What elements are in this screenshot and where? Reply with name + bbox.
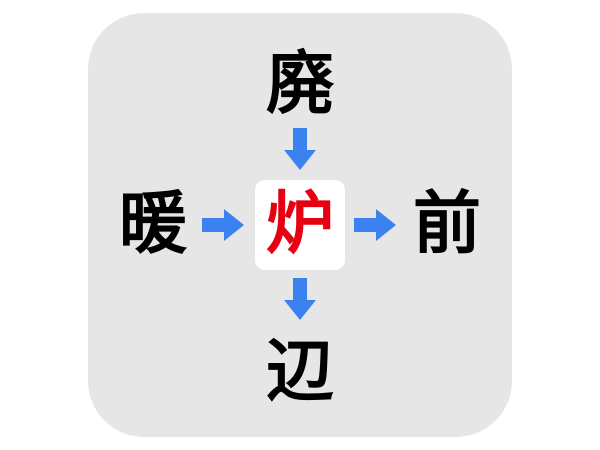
- arrow-right-icon: [354, 209, 396, 241]
- clue-kanji-bottom: 辺: [265, 333, 334, 412]
- clue-kanji-right: 前: [412, 185, 481, 264]
- arrow-down-icon: [284, 128, 316, 170]
- clue-kanji-left: 暖: [118, 185, 187, 264]
- clue-kanji-top: 廃: [265, 45, 334, 124]
- answer-kanji-center: 炉: [265, 185, 334, 264]
- arrow-down-icon: [284, 278, 316, 320]
- answer-box: 炉: [255, 180, 345, 270]
- arrow-right-icon: [202, 209, 244, 241]
